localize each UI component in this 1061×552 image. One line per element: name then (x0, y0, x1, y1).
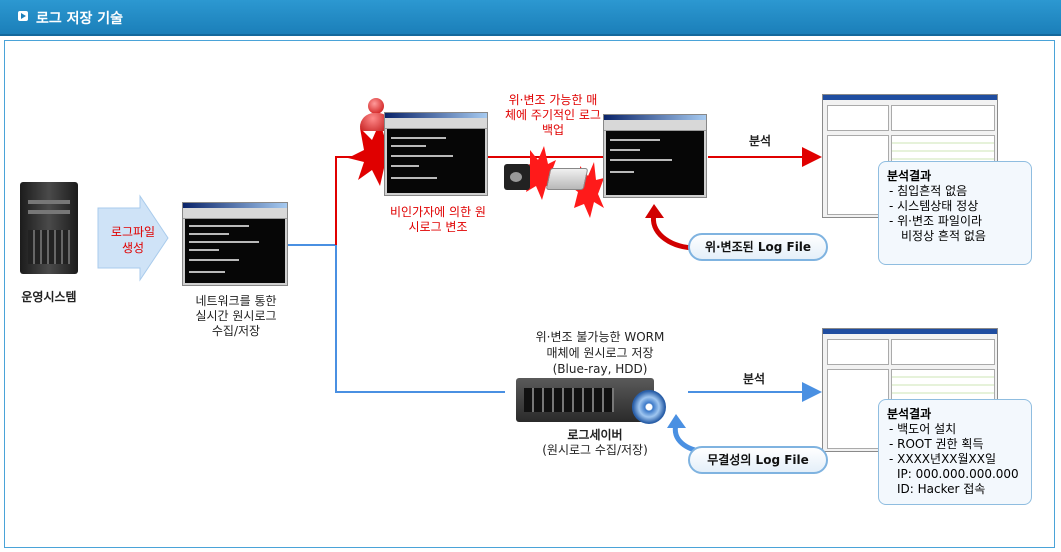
result-item: - 백도어 설치 (887, 422, 1023, 437)
result-item: - 시스템상태 정상 (887, 199, 1023, 214)
collector-label-3: 수집/저장 (178, 324, 294, 339)
tamper-result-box: 분석결과 - 침입흔적 없음 - 시스템상태 정상 - 위·변조 파일이라 비정… (878, 161, 1032, 265)
tampered-terminal-screen (384, 112, 488, 196)
worm-desc-1: 위·변조 불가능한 WORM (510, 330, 690, 345)
result-item: ID: Hacker 접속 (887, 482, 1023, 497)
result-item: 비정상 흔적 없음 (887, 229, 1023, 244)
log-generation-label-2: 생성 (100, 241, 166, 256)
worm-desc-2: 매체에 원시로그 저장 (510, 346, 690, 361)
bluray-disc-icon (632, 390, 666, 424)
collector-terminal-screen (182, 202, 288, 286)
result-item: - XXXX년XX월XX일 (887, 452, 1023, 467)
collector-label-1: 네트워크를 통한 (178, 294, 294, 309)
backup-label-1: 위·변조 가능한 매 (488, 93, 618, 108)
result-item: IP: 000.000.000.000 (887, 467, 1023, 482)
intruder-label-2: 시로그 변조 (378, 220, 498, 235)
source-label: 운영시스템 (14, 290, 84, 305)
disk-drive-icon (546, 168, 589, 190)
integrity-log-file-pill: 무결성의 Log File (688, 446, 828, 474)
intruder-label-1: 비인가자에 의한 원 (378, 205, 498, 220)
result-item: - 위·변조 파일이라 (887, 214, 1023, 229)
tamper-result-title: 분석결과 (887, 169, 1023, 184)
collector-label-2: 실시간 원시로그 (178, 309, 294, 324)
tamper-analysis-label: 분석 (740, 134, 780, 149)
worm-result-title: 분석결과 (887, 407, 1023, 422)
result-item: - 침입흔적 없음 (887, 184, 1023, 199)
collector-branch-line (288, 245, 505, 392)
worm-result-box: 분석결과 - 백도어 설치 - ROOT 권한 획득 - XXXX년XX월XX일… (878, 399, 1032, 505)
tape-drive-icon (504, 164, 530, 190)
backup-terminal-screen (603, 114, 707, 198)
worm-desc-3: (Blue-ray, HDD) (510, 362, 690, 377)
tampered-log-file-pill: 위·변조된 Log File (688, 233, 828, 261)
backup-label-2: 체에 주기적인 로그 (488, 108, 618, 123)
log-saver-sublabel: (원시로그 수집/저장) (520, 443, 670, 458)
tamper-curve-arrow (653, 214, 692, 248)
log-saver-label: 로그세이버 (520, 428, 670, 443)
worm-analysis-label: 분석 (734, 372, 774, 387)
result-item: - ROOT 권한 획득 (887, 437, 1023, 452)
log-generation-label-1: 로그파일 (100, 225, 166, 240)
backup-label-3: 백업 (488, 123, 618, 138)
server-tower-icon (20, 182, 78, 274)
